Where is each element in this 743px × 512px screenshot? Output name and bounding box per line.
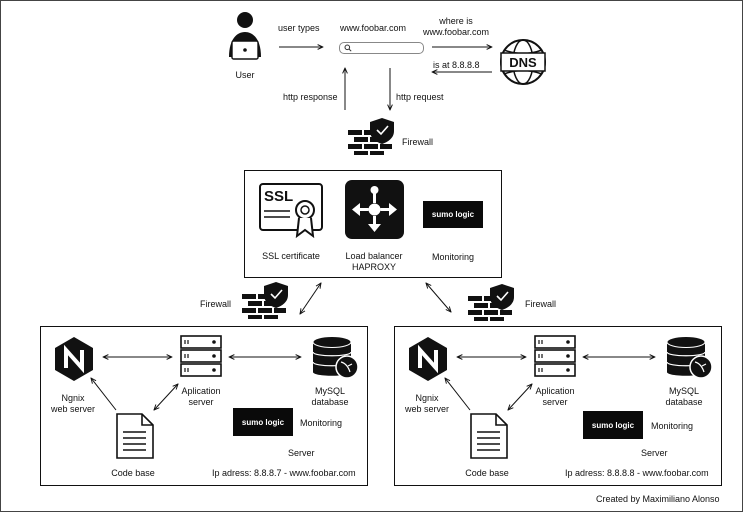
credit-label: Created by Maximiliano Alonso [596,494,720,504]
arrow-code-nginx-2 [445,378,471,411]
arrow-lb-right-server [426,283,451,312]
server-2-monitoring-label: Monitoring [651,421,694,431]
sumo-logic-logo: sumo logic [583,411,643,439]
app-server-line-2: server [188,397,214,407]
mysql-line-2: database [311,397,349,407]
arrow-code-nginx-1 [91,378,117,411]
server-2-ip: Ip adress: 8.8.8.8 - www.foobar.com [565,468,709,478]
http-response-label: http response [283,92,338,102]
where-is-line-1: where is [439,16,473,26]
mysql-line-1: MySQL [668,386,699,396]
arrow-code-app-1 [154,384,178,410]
dns-logo-text: DNS [509,55,537,70]
mysql-line-2: database [665,397,703,407]
nginx-label-1: Ngnix web server [40,393,106,415]
firewall-right-label: Firewall [525,299,557,309]
nginx-line-2: web server [404,404,449,414]
app-server-line-1: Aplication [535,386,575,396]
mysql-database-icon [666,336,713,379]
firewall-icon [348,118,394,155]
firewall-left-label: Firewall [200,299,232,309]
lb-monitoring-label: Monitoring [431,252,475,262]
search-icon [344,44,352,52]
sumo-logic-logo: sumo logic [423,201,483,228]
dns-globe-icon: DNS [500,39,546,85]
server-2-title: Server [641,448,668,458]
firewall-icon [242,282,288,319]
domain-label: www.foobar.com [340,23,407,33]
nginx-line-1: Ngnix [61,393,85,403]
server-box-1 [40,326,368,486]
application-server-icon [534,335,576,377]
server-1-monitoring-label: Monitoring [300,418,343,428]
app-server-line-2: server [542,397,568,407]
nginx-line-1: Ngnix [415,393,439,403]
user-types-label: user types [278,23,320,33]
load-balancer-line-2: HAPROXY [351,262,396,272]
firewall-icon [468,284,514,321]
arrow-lb-left-server [300,283,321,314]
nginx-icon [55,337,93,381]
user-label: User [235,70,255,80]
mysql-label-2: MySQL database [654,386,714,408]
nginx-icon [409,337,447,381]
sumo-logic-logo: sumo logic [233,408,293,436]
app-server-label-1: Aplication server [168,386,234,408]
firewall-top-label: Firewall [402,137,434,147]
nginx-label-2: Ngnix web server [394,393,460,415]
where-is-line-2: www.foobar.com [422,27,490,37]
code-base-label-2: Code base [465,468,509,478]
http-request-label: http request [396,92,444,102]
ssl-certificate-icon: SSL [259,183,323,239]
mysql-line-1: MySQL [314,386,345,396]
server-1-title: Server [288,448,315,458]
load-balancer-icon [345,180,404,239]
server-box-2 [394,326,722,486]
app-server-label-2: Aplication server [522,386,588,408]
application-server-icon [180,335,222,377]
code-base-label-1: Code base [111,468,155,478]
ssl-certificate-label: SSL certificate [262,251,320,261]
user-with-laptop-icon [229,12,261,60]
mysql-label-1: MySQL database [300,386,360,408]
browser-search-bar [339,42,424,54]
code-file-icon [470,413,508,459]
arrow-code-app-2 [508,384,532,410]
where-is-label: where is www.foobar.com [414,16,498,38]
load-balancer-line-1: Load balancer [345,251,403,261]
nginx-line-2: web server [50,404,95,414]
load-balancer-label: Load balancer HAPROXY [336,251,412,273]
load-balancer-box [244,170,502,278]
mysql-database-icon [312,336,359,379]
server-1-ip: Ip adress: 8.8.8.7 - www.foobar.com [212,468,356,478]
app-server-line-1: Aplication [181,386,221,396]
ssl-logo-text: SSL [264,188,293,205]
is-at-label: is at 8.8.8.8 [433,60,480,70]
code-file-icon [116,413,154,459]
